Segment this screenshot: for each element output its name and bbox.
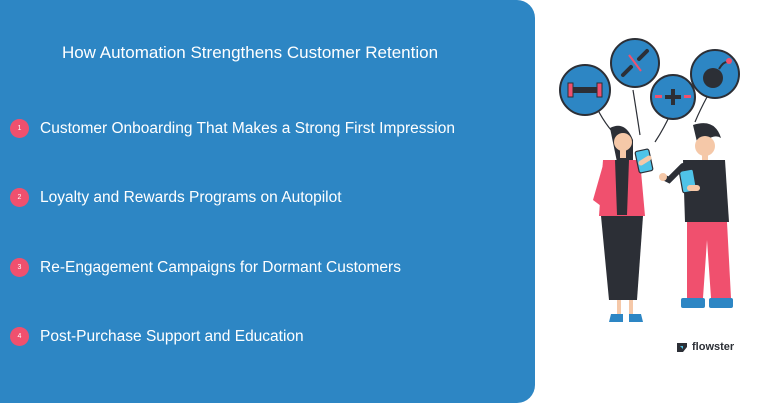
list-item: 3 Re-Engagement Campaigns for Dormant Cu… bbox=[10, 258, 401, 277]
dumbbell-icon bbox=[559, 64, 611, 116]
list-item: 1 Customer Onboarding That Makes a Stron… bbox=[10, 119, 455, 138]
list-item-label: Customer Onboarding That Makes a Strong … bbox=[40, 119, 455, 137]
page-title: How Automation Strengthens Customer Rete… bbox=[61, 43, 439, 62]
broken-link-icon bbox=[610, 38, 660, 88]
list-item-label: Re-Engagement Campaigns for Dormant Cust… bbox=[40, 258, 401, 276]
number-badge: 4 bbox=[10, 327, 29, 346]
number-badge: 3 bbox=[10, 258, 29, 277]
plus-minus-icon bbox=[650, 74, 696, 120]
bomb-icon bbox=[690, 49, 740, 99]
brand-logo: flowster bbox=[676, 341, 734, 353]
content-panel: How Automation Strengthens Customer Rete… bbox=[0, 0, 535, 403]
man-figure bbox=[659, 123, 733, 308]
list-item-label: Post-Purchase Support and Education bbox=[40, 327, 304, 345]
number-badge: 2 bbox=[10, 188, 29, 207]
brand-name: flowster bbox=[692, 341, 735, 353]
flowster-logo-icon bbox=[677, 343, 687, 352]
list-item: 4 Post-Purchase Support and Education bbox=[10, 327, 304, 346]
list-item-label: Loyalty and Rewards Programs on Autopilo… bbox=[40, 188, 342, 206]
number-badge: 1 bbox=[10, 119, 29, 138]
people-illustration bbox=[559, 38, 740, 322]
list-item: 2 Loyalty and Rewards Programs on Autopi… bbox=[10, 188, 342, 207]
woman-figure bbox=[593, 125, 654, 322]
